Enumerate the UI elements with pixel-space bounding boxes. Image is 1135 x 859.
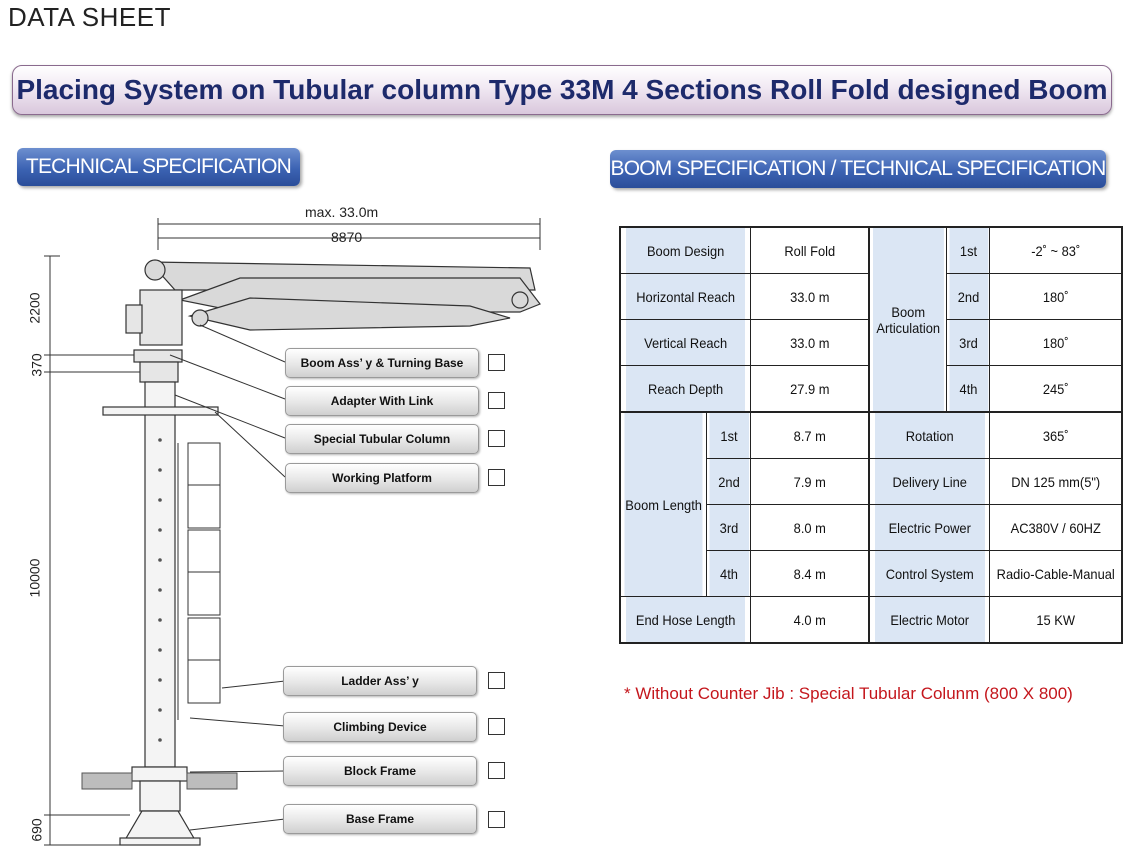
height-dimension-10000: 10000 <box>26 558 43 598</box>
articulation-section: 4th <box>948 365 989 413</box>
part-checkbox-working-platform[interactable] <box>488 469 505 486</box>
boom-spec-tab: BOOM SPECIFICATION / TECHNICAL SPECIFICA… <box>610 150 1106 188</box>
horizontal-reach-label: Horizontal Reach <box>624 273 747 320</box>
electric-power-label: Electric Power <box>873 504 986 551</box>
height-dimension-690: 690 <box>28 818 45 842</box>
banner-title: Placing System on Tubular column Type 33… <box>16 74 1108 105</box>
electric-motor-label: Electric Motor <box>873 596 986 644</box>
part-checkbox-tubular-column[interactable] <box>488 430 505 447</box>
placing-boom-drawing <box>44 218 541 846</box>
rotation-value: 365˚ <box>994 411 1117 459</box>
vertical-reach-value: 33.0 m <box>755 319 865 366</box>
articulation-value: -2˚ ~ 83˚ <box>994 226 1117 274</box>
horizontal-reach-value: 33.0 m <box>755 273 865 320</box>
end-hose-length-value: 4.0 m <box>755 596 865 644</box>
rotation-label: Rotation <box>873 411 986 459</box>
title-banner: Placing System on Tubular column Type 33… <box>12 65 1112 115</box>
part-checkbox-boom-assy[interactable] <box>488 354 505 371</box>
articulation-section: 2nd <box>948 273 989 320</box>
articulation-value: 180˚ <box>994 273 1117 320</box>
boom-length-section: 3rd <box>708 504 750 551</box>
boom-length-value: 8.4 m <box>755 550 865 597</box>
articulation-value: 180˚ <box>994 319 1117 366</box>
boom-length-label: Boom Length <box>623 411 704 597</box>
articulation-section: 1st <box>948 226 989 274</box>
delivery-line-value: DN 125 mm(5") <box>994 458 1117 505</box>
electric-motor-value: 15 KW <box>994 596 1117 644</box>
vertical-reach-label: Vertical Reach <box>624 319 747 366</box>
height-dimension-2200: 2200 <box>26 292 43 324</box>
part-label-block-frame: Block Frame <box>283 756 477 786</box>
part-checkbox-ladder[interactable] <box>488 672 505 689</box>
sheet-title: DATA SHEET <box>8 2 171 32</box>
boom-length-value: 8.0 m <box>755 504 865 551</box>
part-label-tubular-column: Special Tubular Column <box>285 424 479 454</box>
counter-jib-note: * Without Counter Jib : Special Tubular … <box>624 684 1073 703</box>
max-reach-dimension: max. 33.0m <box>305 204 379 220</box>
boom-length-section: 4th <box>708 550 750 597</box>
boom-design-value: Roll Fold <box>755 226 865 274</box>
boom-length-section: 1st <box>708 411 750 459</box>
boom-design-label: Boom Design <box>624 226 747 274</box>
part-checkbox-adapter[interactable] <box>488 392 505 409</box>
articulation-section: 3rd <box>948 319 989 366</box>
part-label-adapter: Adapter With Link <box>285 386 479 416</box>
height-dimension-370: 370 <box>28 353 45 377</box>
part-label-base-frame: Base Frame <box>283 804 477 834</box>
part-checkbox-base-frame[interactable] <box>488 811 505 828</box>
part-checkbox-climbing-device[interactable] <box>488 718 505 735</box>
technical-spec-tab: TECHNICAL SPECIFICATION <box>17 148 300 186</box>
control-system-value: Radio-Cable-Manual <box>994 550 1117 597</box>
width-dimension: 8870 <box>331 229 363 245</box>
articulation-value: 245˚ <box>994 365 1117 413</box>
part-label-ladder: Ladder Ass’ y <box>283 666 477 696</box>
part-label-boom-assy: Boom Ass’ y & Turning Base <box>285 348 479 378</box>
delivery-line-label: Delivery Line <box>873 458 986 505</box>
boom-length-section: 2nd <box>708 458 750 505</box>
part-label-working-platform: Working Platform <box>285 463 479 493</box>
part-label-climbing-device: Climbing Device <box>283 712 477 742</box>
electric-power-value: AC380V / 60HZ <box>994 504 1117 551</box>
control-system-label: Control System <box>873 550 986 597</box>
boom-length-value: 7.9 m <box>755 458 865 505</box>
boom-length-value: 8.7 m <box>755 411 865 459</box>
part-checkbox-block-frame[interactable] <box>488 762 505 779</box>
reach-depth-label: Reach Depth <box>624 365 747 413</box>
end-hose-length-label: End Hose Length <box>624 596 747 644</box>
reach-depth-value: 27.9 m <box>755 365 865 413</box>
